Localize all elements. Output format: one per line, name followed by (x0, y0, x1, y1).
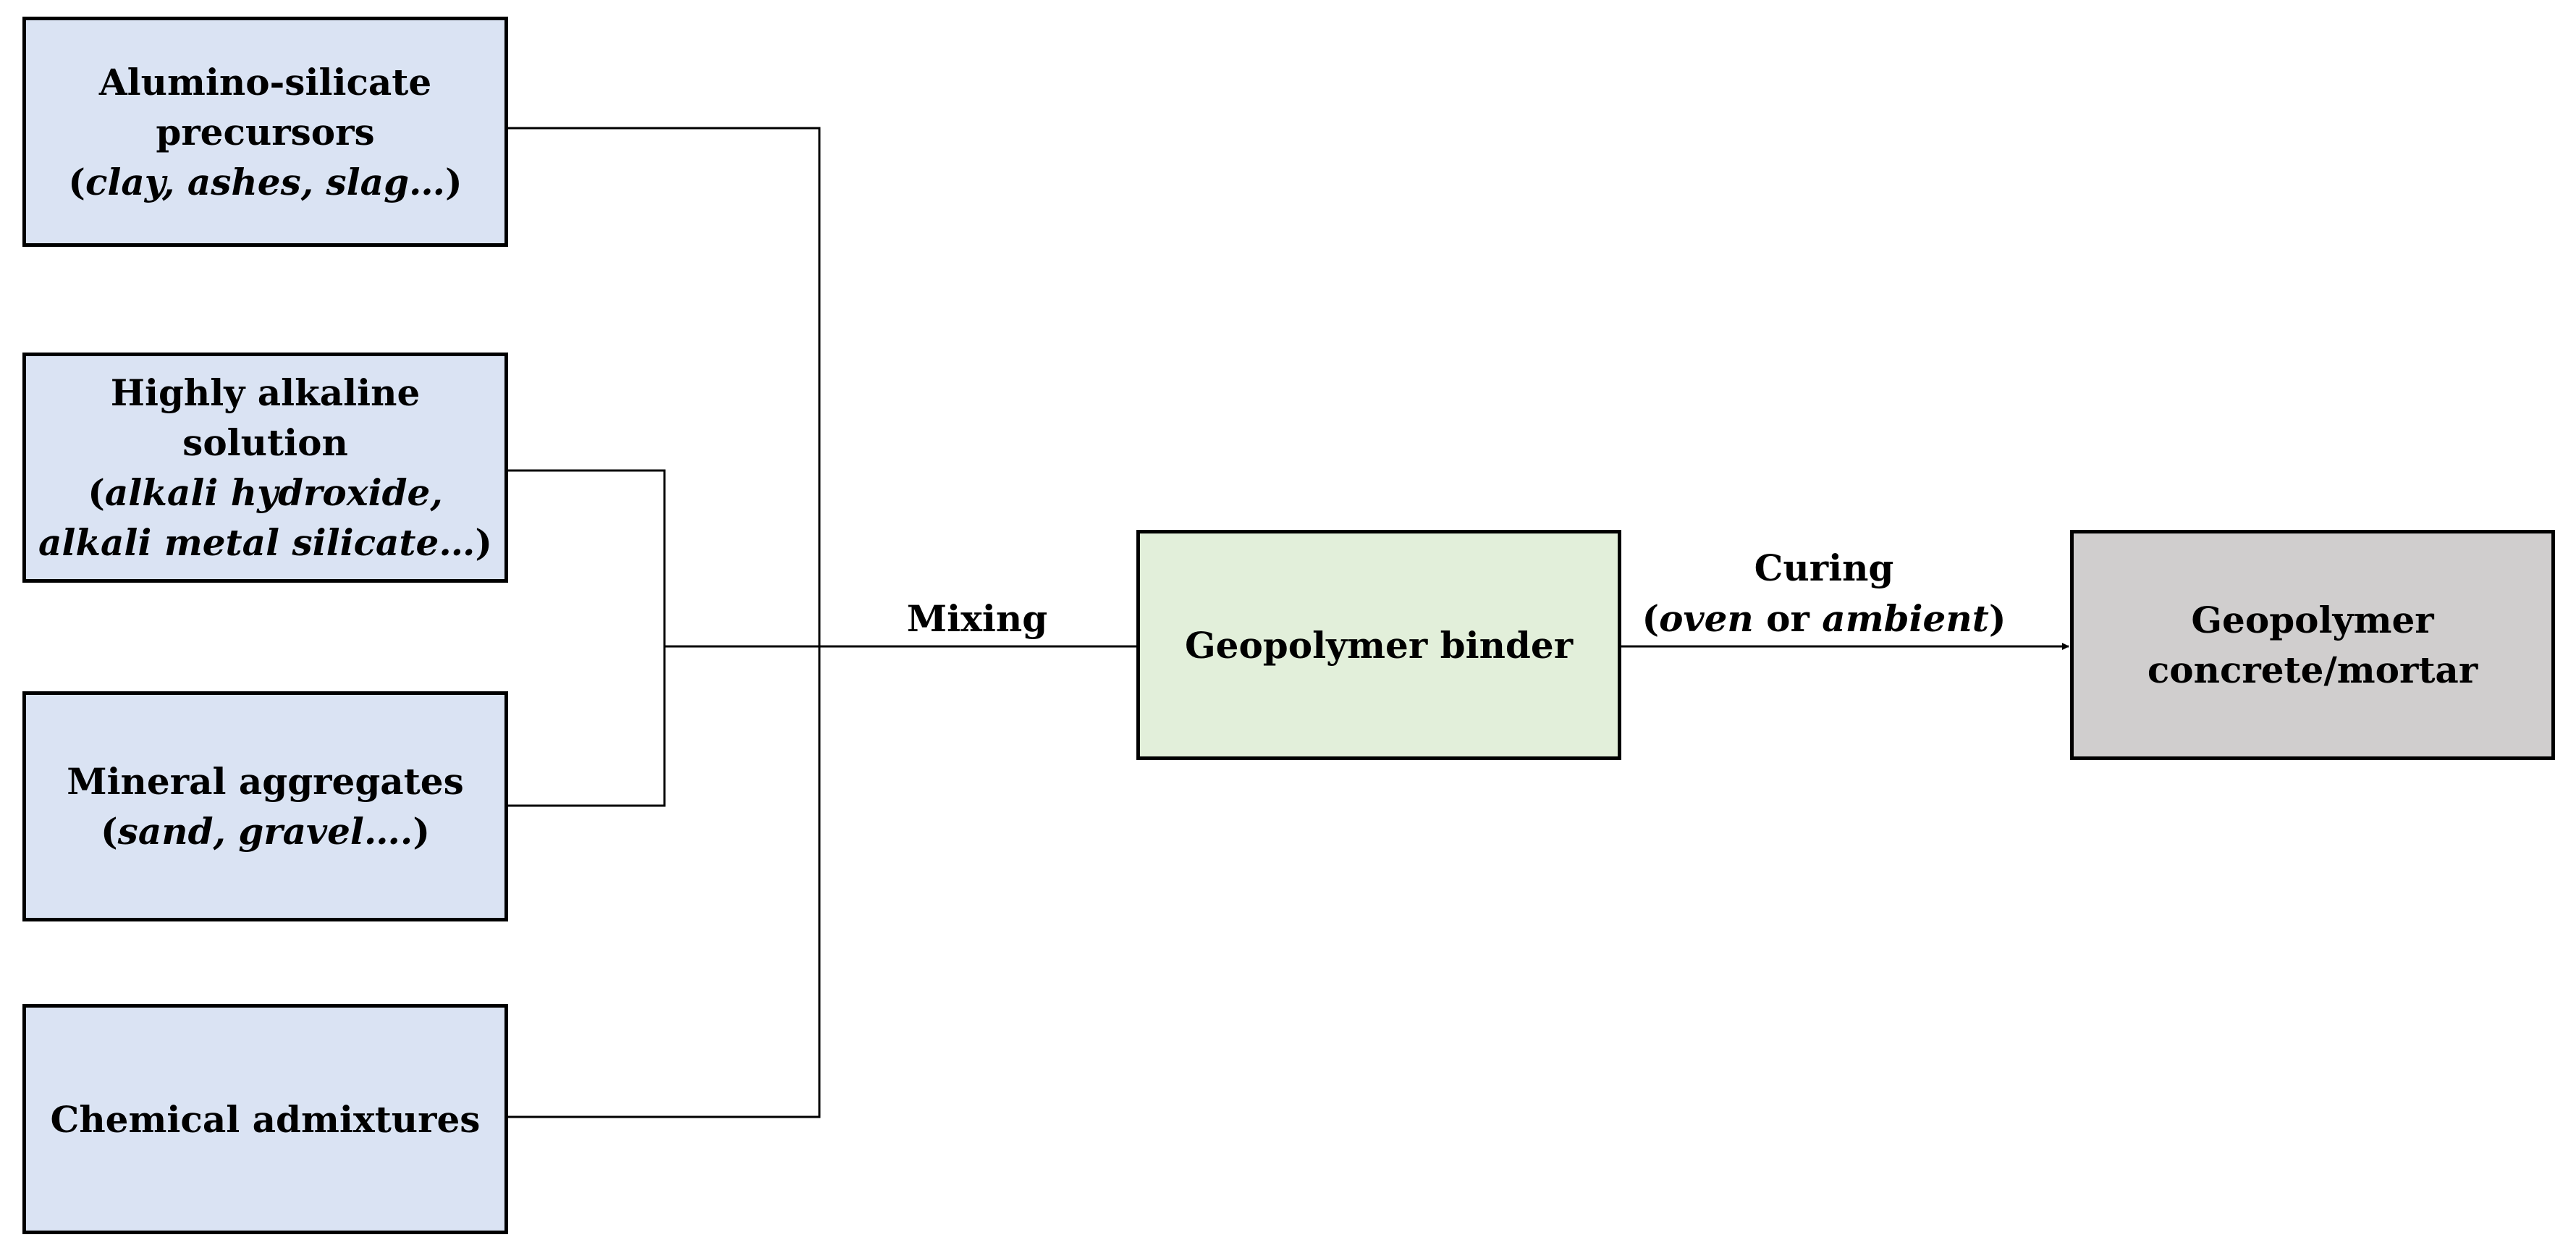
alkaline-examples-text-1: alkali hydroxide, (104, 471, 443, 514)
input-chemical-admixtures-box: Chemical admixtures (22, 1004, 508, 1234)
admixtures-title: Chemical admixtures (50, 1097, 481, 1141)
precursors-title-line-1: Alumino-silicate (98, 60, 432, 104)
aggregates-examples: (sand, gravel….) (101, 810, 430, 853)
precursors-examples: (clay, ashes, slag…) (68, 160, 463, 203)
geopolymer-binder-box: Geopolymer binder (1136, 530, 1621, 760)
connector-precursors (507, 127, 821, 1118)
input-alkaline-solution-box: Highly alkaline solution (alkali hydroxi… (22, 353, 508, 583)
precursors-examples-text: clay, ashes, slag… (85, 160, 446, 203)
curing-label: Curing (oven or ambient) (1614, 543, 2034, 644)
alkaline-examples-line-1: (alkali hydroxide, (88, 471, 443, 514)
curing-option-ambient: ambient (1822, 597, 1989, 640)
alkaline-examples-text-2: alkali metal silicate… (38, 521, 476, 564)
precursors-title-line-2: precursors (156, 110, 375, 153)
input-precursors-box: Alumino-silicate precursors (clay, ashes… (22, 17, 508, 247)
aggregates-examples-text: sand, gravel…. (117, 810, 413, 853)
curing-options: (oven or ambient) (1642, 597, 2006, 640)
alkaline-examples-line-2: alkali metal silicate…) (38, 521, 492, 564)
binder-label: Geopolymer binder (1184, 623, 1574, 667)
product-line-1: Geopolymer (2191, 599, 2434, 641)
curing-option-oven: oven (1659, 597, 1754, 640)
aggregates-title: Mineral aggregates (67, 760, 464, 803)
connector-alkaline (507, 469, 666, 807)
alkaline-title-line-2: solution (182, 421, 348, 464)
curing-option-connector: or (1766, 597, 1809, 640)
product-line-2: concrete/mortar (2147, 649, 2478, 691)
input-mineral-aggregates-box: Mineral aggregates (sand, gravel….) (22, 691, 508, 921)
mixing-label: Mixing (906, 597, 1048, 640)
curing-title: Curing (1754, 547, 1894, 589)
geopolymer-concrete-box: Geopolymer concrete/mortar (2070, 530, 2555, 760)
alkaline-title-line-1: Highly alkaline (110, 371, 421, 414)
